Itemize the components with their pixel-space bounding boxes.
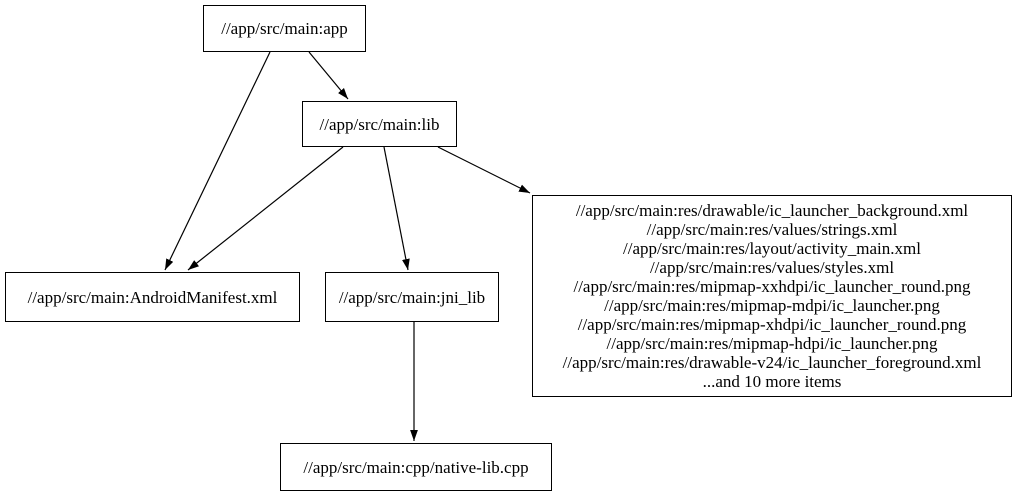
node-native-lib-cpp-label: //app/src/main:cpp/native-lib.cpp: [303, 457, 529, 477]
node-res-group: //app/src/main:res/drawable/ic_launcher_…: [532, 195, 1012, 397]
res-group-more-items: ...and 10 more items: [702, 372, 842, 391]
res-group-line: //app/src/main:res/values/styles.xml: [649, 258, 895, 277]
res-group-line: //app/src/main:res/mipmap-xxhdpi/ic_laun…: [573, 277, 971, 296]
node-native-lib-cpp: //app/src/main:cpp/native-lib.cpp: [280, 443, 552, 491]
edge-lib-to-manifest: [187, 146, 344, 271]
res-group-line: //app/src/main:res/values/strings.xml: [646, 220, 898, 239]
node-jni-lib-label: //app/src/main:jni_lib: [338, 287, 486, 307]
res-group-line: //app/src/main:res/mipmap-hdpi/ic_launch…: [606, 334, 938, 353]
edge-app-to-lib: [308, 51, 349, 100]
node-android-manifest: //app/src/main:AndroidManifest.xml: [5, 272, 300, 322]
res-group-line: //app/src/main:res/drawable/ic_launcher_…: [575, 201, 969, 220]
res-group-line: //app/src/main:res/layout/activity_main.…: [623, 239, 921, 258]
node-jni-lib: //app/src/main:jni_lib: [325, 272, 499, 322]
node-android-manifest-label: //app/src/main:AndroidManifest.xml: [27, 287, 278, 307]
edge-lib-to-jni-lib: [383, 146, 410, 271]
node-app-label: //app/src/main:app: [221, 19, 348, 38]
node-lib-label: //app/src/main:lib: [319, 114, 440, 134]
res-group-line: //app/src/main:res/mipmap-mdpi/ic_launch…: [604, 296, 940, 315]
res-group-line: //app/src/main:res/mipmap-xhdpi/ic_launc…: [577, 315, 967, 334]
res-group-line: //app/src/main:res/drawable-v24/ic_launc…: [562, 353, 982, 372]
node-lib: //app/src/main:lib: [302, 101, 457, 147]
node-app: //app/src/main:app: [203, 5, 366, 52]
edge-app-to-manifest: [164, 51, 271, 271]
edge-lib-to-res-group: [437, 146, 531, 194]
